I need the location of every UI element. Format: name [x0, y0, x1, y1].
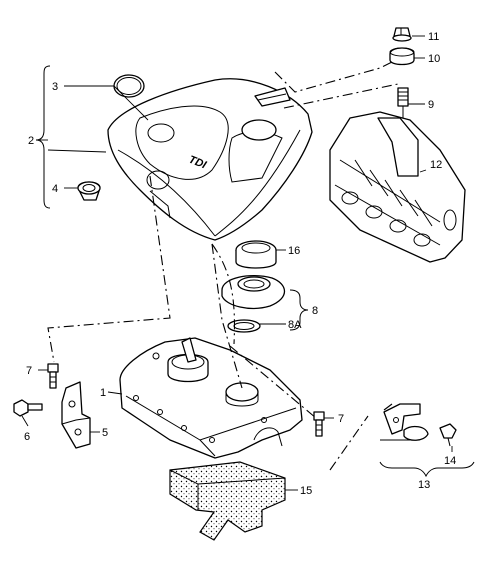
- bracket-assembly-part-13: [380, 403, 429, 441]
- bolt-part-6: [13, 399, 43, 417]
- mount-part-10: [389, 47, 415, 66]
- seal-part-16: [235, 240, 277, 269]
- callout-14: 14: [444, 455, 456, 467]
- callout-5: 5: [102, 427, 108, 439]
- engine-cover: TDI: [107, 78, 313, 241]
- callout-7-right: 7: [338, 413, 344, 425]
- callout-3: 3: [52, 81, 58, 93]
- callout-16: 16: [288, 245, 300, 257]
- callout-15: 15: [300, 485, 312, 497]
- alignment-lines: [47, 61, 399, 471]
- bolt-part-7-left: [47, 363, 59, 389]
- callout-12: 12: [430, 159, 442, 171]
- screw-part-14: [439, 423, 457, 447]
- callout-10: 10: [428, 53, 440, 65]
- callout-8a: 8A: [288, 319, 302, 331]
- callout-labels: 3 2 4 11 10 9 12 16 8 8A 7 1 5 6 7 14 13…: [24, 31, 456, 497]
- bracket-part-5: [61, 381, 91, 449]
- cylinder-head-cover-part-1: [119, 337, 303, 459]
- callout-4: 4: [52, 183, 58, 195]
- brace-8: [289, 289, 309, 331]
- callout-8: 8: [312, 305, 318, 317]
- intake-manifold-part-12: [329, 111, 466, 263]
- breather-part-8: [221, 275, 286, 310]
- callout-9: 9: [428, 99, 434, 111]
- brace-2: [35, 65, 51, 209]
- callout-11: 11: [428, 31, 439, 43]
- callout-13: 13: [418, 479, 430, 491]
- cover-bracket: [254, 87, 291, 107]
- cylinder-head-part-15: [169, 461, 286, 541]
- o-ring-part-8a: [227, 319, 261, 333]
- callout-6: 6: [24, 431, 30, 443]
- brace-13: [379, 461, 475, 478]
- stud-part-9: [397, 87, 409, 118]
- grommet-part-4: [77, 181, 101, 201]
- leader-lines: [21, 35, 453, 491]
- callout-7-left: 7: [26, 365, 32, 377]
- callout-1: 1: [100, 387, 106, 399]
- nut-part-11: [392, 27, 412, 42]
- bolt-part-7-right: [313, 411, 325, 437]
- callout-2: 2: [28, 135, 34, 147]
- cap-part-3: [113, 74, 145, 98]
